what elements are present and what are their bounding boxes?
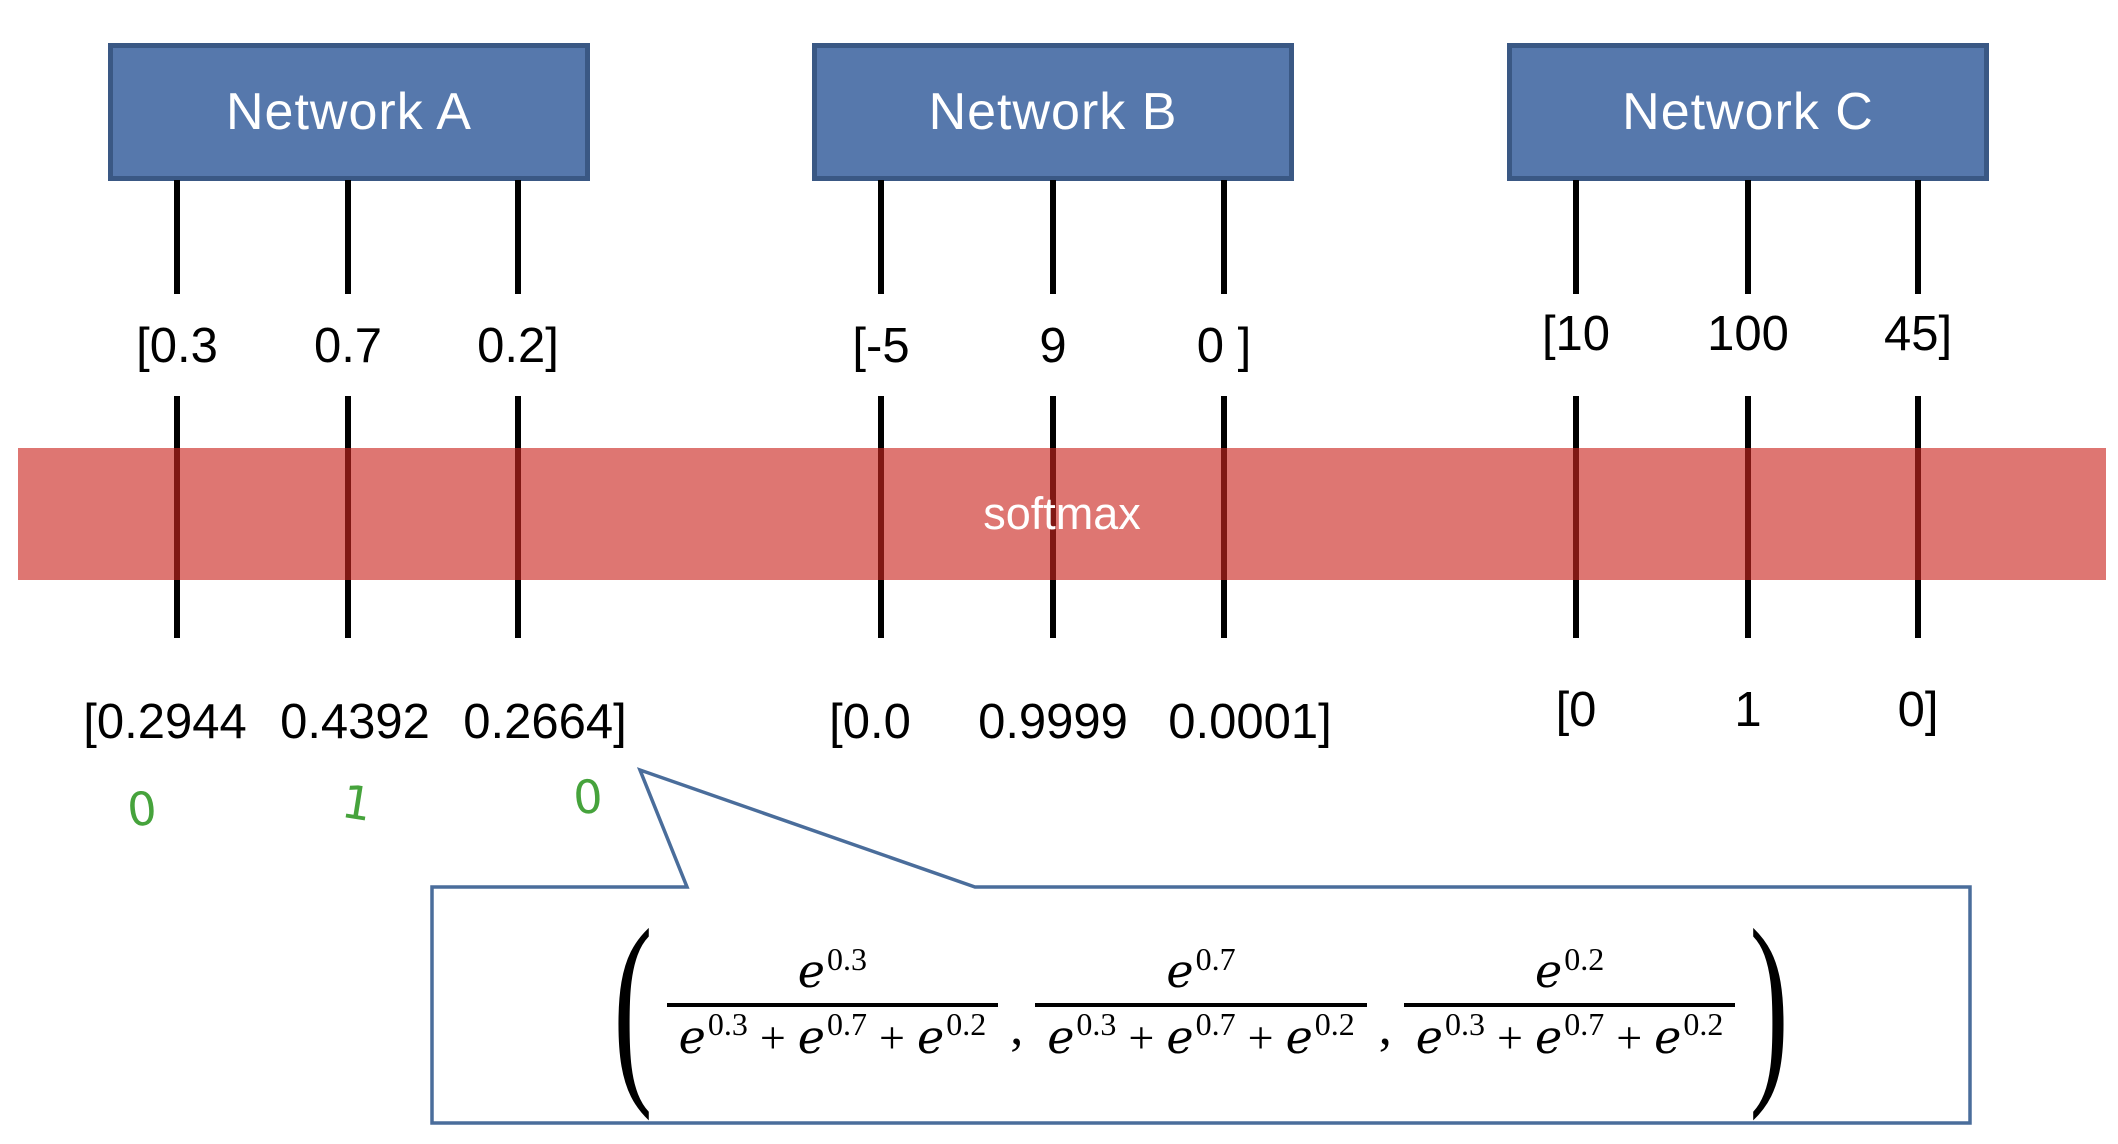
network-a-output-2: 0.2664] [463,695,627,749]
exponent: 0.3 [1445,1006,1486,1043]
network-a-box: Network A [108,43,590,181]
fraction-3-numerator: e0.2 [1534,941,1604,999]
math-e: e [1166,1010,1194,1064]
plus-sign: + [759,1012,786,1063]
network-c-line-0-upper [1573,180,1579,294]
math-e: e [1415,1010,1444,1064]
network-a-output-1: 0.4392 [280,695,430,749]
fraction-3: e0.2 e0.3+e0.7+e0.2 [1403,941,1736,1065]
softmax-band: softmax [18,448,2106,580]
network-b-input-0: [-5 [852,319,910,373]
math-e: e [1534,1010,1563,1064]
exponent: 0.2 [1564,940,1605,977]
argmax-digit-1: 1 [338,774,376,832]
network-b-line-0-upper [878,180,884,294]
network-b-output-1: 0.9999 [978,695,1128,749]
fraction-2-denominator: e0.3+e0.7+e0.2 [1035,1006,1367,1065]
comma: , [1378,998,1392,1056]
paren-close: ) [1749,886,1789,1122]
softmax-formula: ( e0.3 e0.3+e0.7+e0.2 , e0.7 e0.3+e0.7+e… [432,887,1970,1123]
network-c-output-1: 1 [1734,683,1762,737]
network-c-line-1-upper [1745,180,1751,294]
fraction-2-numerator: e0.7 [1166,941,1235,999]
network-b-input-2: 0 ] [1196,319,1252,373]
exponent: 0.2 [1314,1006,1355,1043]
network-a-line-0-upper [174,180,180,294]
exponent: 0.3 [827,940,867,977]
math-e: e [916,1010,945,1064]
network-c-line-2-upper [1915,180,1921,294]
math-e: e [1047,1010,1075,1064]
exponent: 0.3 [1076,1006,1117,1043]
paren-open: ( [613,886,653,1122]
comma: , [1010,998,1024,1056]
math-e: e [1285,1010,1313,1064]
formula-callout-outline [430,767,1972,1125]
exponent: 0.7 [1195,940,1236,977]
fraction-1-denominator: e0.3+e0.7+e0.2 [667,1006,999,1065]
exponent: 0.7 [1195,1006,1236,1043]
argmax-digit-0: 0 [124,780,160,838]
plus-sign: + [1247,1012,1274,1063]
math-e: e [1166,944,1194,999]
network-c-input-2: 45] [1883,307,1953,361]
network-c-input-1: 100 [1707,307,1789,361]
math-e: e [1654,1010,1682,1064]
callout-path [430,767,1972,1125]
network-b-output-0: [0.0 [829,695,911,749]
network-b-output-2: 0.0001] [1168,695,1332,749]
math-e: e [678,1010,706,1064]
network-b-line-2-upper [1221,180,1227,294]
fraction-bar [666,1003,999,1007]
fraction-3-denominator: e0.3+e0.7+e0.2 [1404,1006,1736,1065]
network-a-label: Network A [226,83,472,141]
exponent: 0.7 [1564,1006,1605,1043]
softmax-band-label: softmax [983,488,1141,539]
plus-sign: + [1616,1012,1643,1063]
exponent: 0.2 [946,1006,987,1043]
network-a-input-1: 0.7 [313,319,383,373]
network-b-line-1-upper [1050,180,1056,294]
network-a-input-0: [0.3 [136,319,218,373]
exponent: 0.3 [707,1006,748,1043]
fraction-bar [1035,1003,1367,1007]
network-c-output-2: 0] [1897,683,1939,737]
network-c-label: Network C [1622,83,1874,141]
plus-sign: + [879,1012,905,1063]
plus-sign: + [1497,1012,1523,1063]
network-b-input-1: 9 [1039,319,1067,373]
math-e: e [797,1010,825,1064]
math-e: e [1534,944,1563,999]
exponent: 0.2 [1683,1006,1724,1043]
network-a-input-2: 0.2] [477,319,559,373]
network-c-output-0: [0 [1555,683,1597,737]
fraction-bar [1403,1003,1736,1007]
network-a-output-0: [0.2944 [83,695,247,749]
network-c-input-0: [10 [1541,307,1611,361]
network-b-label: Network B [928,83,1178,141]
exponent: 0.7 [827,1006,867,1043]
network-c-box: Network C [1507,43,1989,181]
fraction-1: e0.3 e0.3+e0.7+e0.2 [666,941,999,1065]
network-b-box: Network B [812,43,1294,181]
network-a-line-2-upper [515,180,521,294]
plus-sign: + [1128,1012,1155,1063]
fraction-1-numerator: e0.3 [797,941,867,999]
math-e: e [797,944,825,999]
network-a-line-1-upper [345,180,351,294]
fraction-2: e0.7 e0.3+e0.7+e0.2 [1035,941,1367,1065]
